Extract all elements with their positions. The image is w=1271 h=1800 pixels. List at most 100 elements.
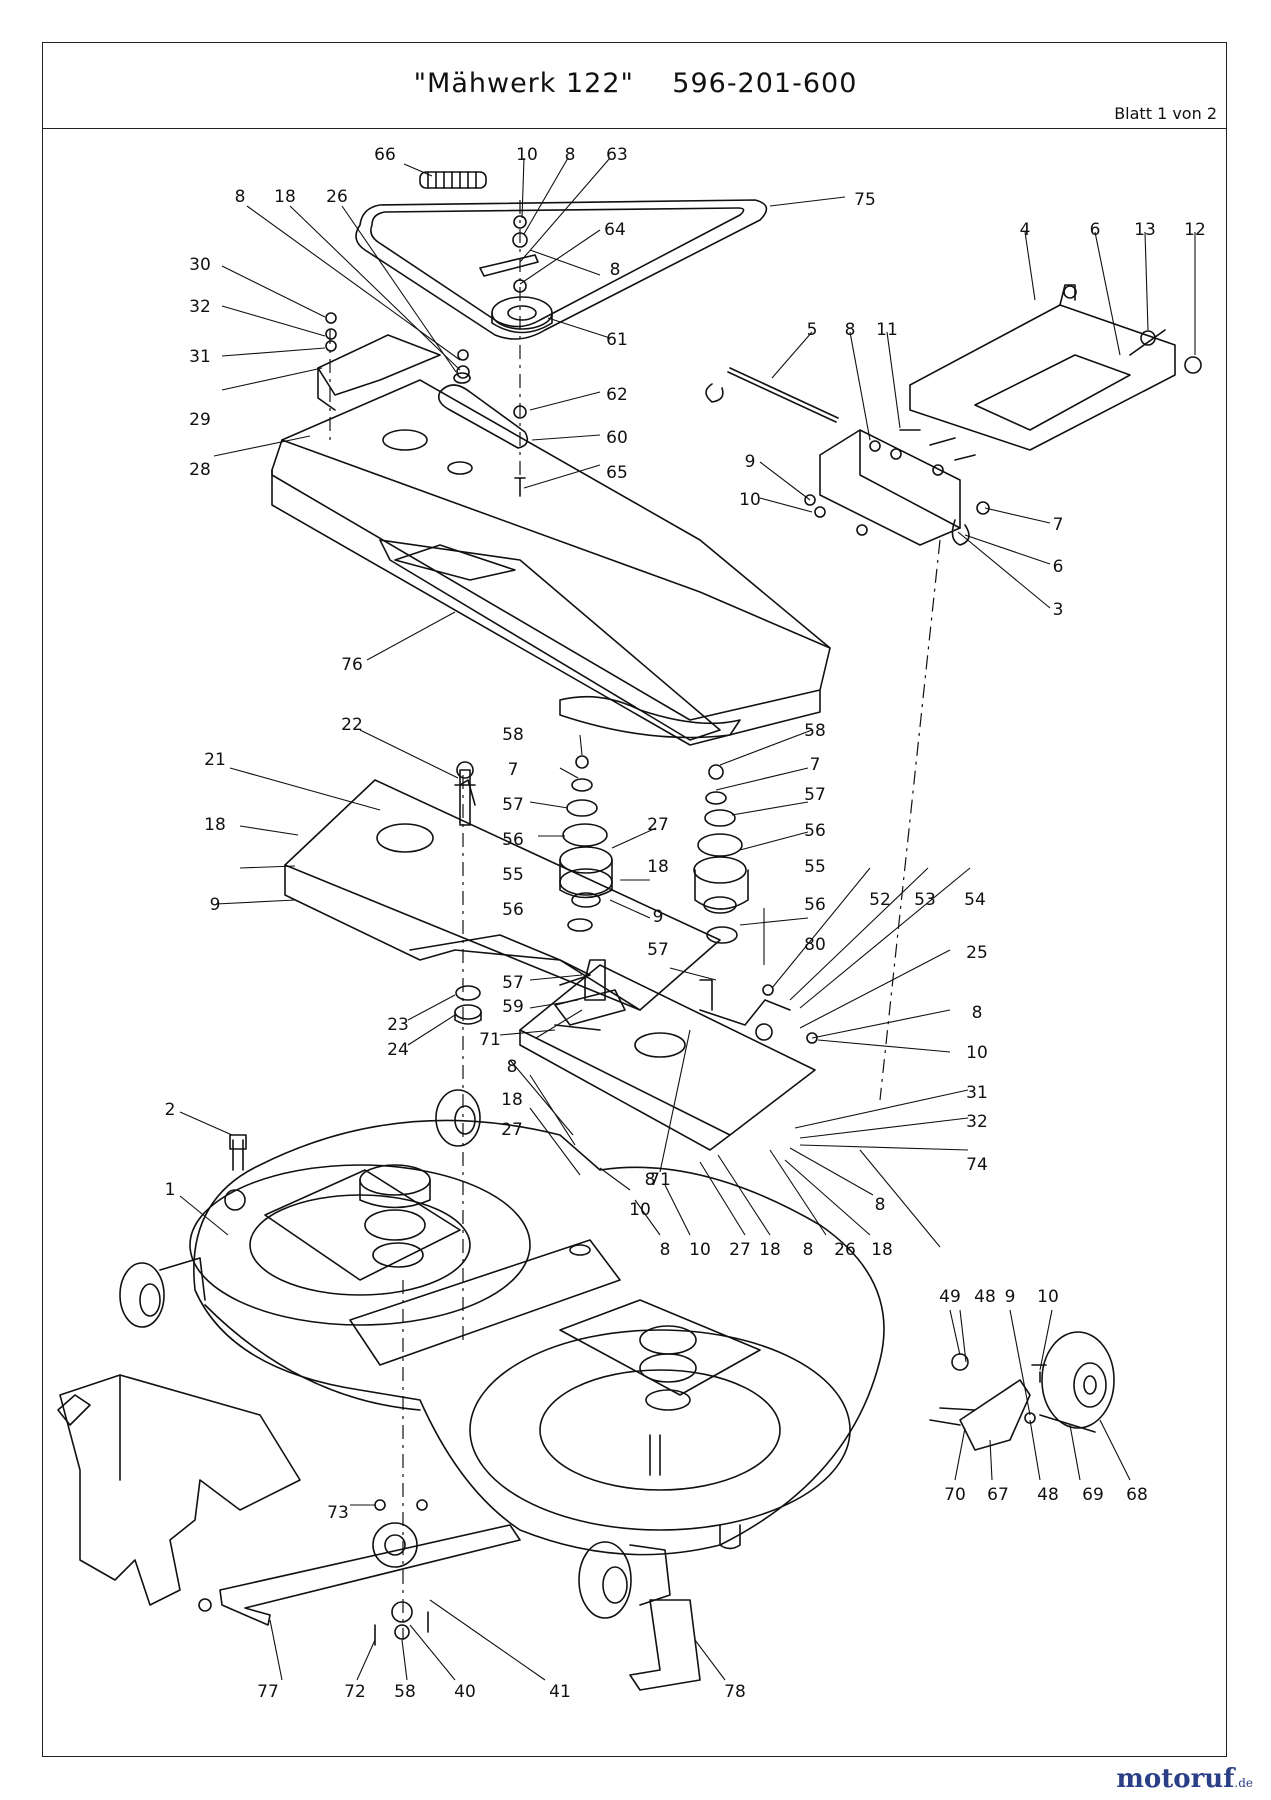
callout-label-c59: 59 (502, 997, 524, 1017)
callout-label-c40: 40 (454, 1682, 476, 1702)
callout-label-c1: 1 (165, 1180, 176, 1200)
drive-belt (355, 199, 768, 340)
wheel-axle-bracket (959, 1379, 1031, 1451)
callout-label-c57a: 57 (502, 795, 524, 815)
callout-label-c77: 77 (257, 1682, 279, 1702)
callout-label-c64: 64 (604, 220, 626, 240)
callout-label-c9b: 9 (210, 895, 221, 915)
callout-label-c18d: 18 (501, 1090, 523, 1110)
drive-belt-inner (370, 207, 745, 328)
sheet-number: Blatt 1 von 2 (1114, 104, 1217, 123)
callout-label-c28: 28 (189, 460, 211, 480)
callout-label-c48b: 48 (1037, 1485, 1059, 1505)
callout-label-c74: 74 (966, 1155, 988, 1175)
callout-label-c60: 60 (606, 428, 628, 448)
callout-label-c8e: 8 (507, 1057, 518, 1077)
side-deflector (59, 1374, 301, 1606)
callout-label-c53: 53 (914, 890, 936, 910)
callout-label-c10a: 10 (516, 145, 538, 165)
callout-label-c8h: 8 (875, 1195, 886, 1215)
callout-label-c10f: 10 (1037, 1287, 1059, 1307)
callout-label-c4: 4 (1020, 220, 1031, 240)
belt-cover (271, 439, 831, 721)
callout-label-c56a: 56 (502, 830, 524, 850)
mower-deck-housing (193, 1119, 885, 1556)
discharge-chute-bracket (629, 1599, 701, 1691)
callout-label-c8a: 8 (565, 145, 576, 165)
callout-label-c25: 25 (966, 943, 988, 963)
callout-label-c18f: 18 (871, 1240, 893, 1260)
drawing-frame (42, 42, 1227, 1757)
callout-label-c21: 21 (204, 750, 226, 770)
page-title: "Mähwerk 122" 596-201-600 (413, 68, 858, 99)
callout-label-c8j: 8 (803, 1240, 814, 1260)
callout-label-c8g: 8 (645, 1170, 656, 1190)
callout-label-c72: 72 (344, 1682, 366, 1702)
callout-label-c3: 3 (1053, 600, 1064, 620)
lift-rod (729, 367, 839, 419)
callout-label-c9c: 9 (653, 907, 664, 927)
callout-label-c9d: 9 (1005, 1287, 1016, 1307)
callout-label-c58c: 58 (394, 1682, 416, 1702)
callout-label-c78: 78 (724, 1682, 746, 1702)
callout-label-c56b: 56 (804, 821, 826, 841)
idler-pulley (491, 296, 553, 330)
callout-label-c8i: 8 (660, 1240, 671, 1260)
callout-label-c57b: 57 (804, 785, 826, 805)
callout-label-c63: 63 (606, 145, 628, 165)
callout-label-c58b: 58 (804, 721, 826, 741)
brand-watermark: motoruf.de (1116, 1764, 1253, 1794)
callout-label-c5: 5 (807, 320, 818, 340)
callout-label-c71a: 71 (479, 1030, 501, 1050)
callout-label-c18a: 18 (274, 187, 296, 207)
callout-label-c61: 61 (606, 330, 628, 350)
callout-label-c31b: 31 (966, 1083, 988, 1103)
callout-label-c41: 41 (549, 1682, 571, 1702)
callout-label-c10e: 10 (689, 1240, 711, 1260)
callout-label-c18b: 18 (204, 815, 226, 835)
cutter-blade (219, 1524, 521, 1626)
callout-label-c2: 2 (165, 1100, 176, 1120)
watermark-suffix: .de (1234, 1776, 1253, 1790)
callout-label-c67: 67 (987, 1485, 1009, 1505)
callout-label-c26a: 26 (326, 187, 348, 207)
callout-label-c56c: 56 (502, 900, 524, 920)
callout-label-c7b: 7 (508, 760, 519, 780)
callout-label-c56d: 56 (804, 895, 826, 915)
callout-label-c18e: 18 (759, 1240, 781, 1260)
callout-label-c8f: 8 (972, 1003, 983, 1023)
callout-label-c10d: 10 (629, 1200, 651, 1220)
callout-label-c80: 80 (804, 935, 826, 955)
cover-plate (317, 334, 441, 396)
rear-wheel (1041, 1331, 1115, 1429)
callout-label-c10c: 10 (966, 1043, 988, 1063)
caster-wheel-left (119, 1257, 206, 1328)
callout-label-c62: 62 (606, 385, 628, 405)
caster-wheel-front (578, 1541, 671, 1619)
callout-label-c11: 11 (876, 320, 898, 340)
callout-label-c22: 22 (341, 715, 363, 735)
callout-label-c75: 75 (854, 190, 876, 210)
callout-label-c27c: 27 (729, 1240, 751, 1260)
callout-label-c73: 73 (327, 1503, 349, 1523)
callout-label-c27b: 27 (501, 1120, 523, 1140)
callout-label-c30: 30 (189, 255, 211, 275)
callout-label-c76: 76 (341, 655, 363, 675)
callout-label-c6b: 6 (1053, 557, 1064, 577)
callout-label-c13: 13 (1134, 220, 1156, 240)
callout-label-c49: 49 (939, 1287, 961, 1307)
callout-label-c65: 65 (606, 463, 628, 483)
callout-label-c70: 70 (944, 1485, 966, 1505)
callout-label-c55a: 55 (502, 865, 524, 885)
pulley-right (694, 869, 749, 910)
watermark-brand: motoruf (1116, 1764, 1235, 1794)
callout-label-c9a: 9 (745, 452, 756, 472)
callout-label-c48a: 48 (974, 1287, 996, 1307)
pulley-left (559, 859, 613, 899)
callout-label-c7c: 7 (810, 755, 821, 775)
callout-label-c23: 23 (387, 1015, 409, 1035)
callout-label-c57d: 57 (502, 973, 524, 993)
callout-label-c69: 69 (1082, 1485, 1104, 1505)
callout-label-c6a: 6 (1090, 220, 1101, 240)
